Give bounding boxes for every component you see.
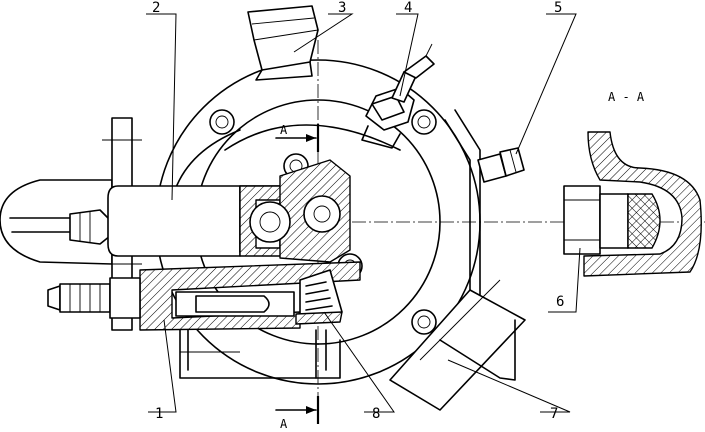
callout-5: 5: [554, 0, 562, 16]
cut-mark-label-lower: A: [280, 417, 288, 431]
callout-2: 2: [152, 0, 160, 16]
callout-4: 4: [404, 0, 412, 16]
motor-assembly: [0, 117, 351, 331]
bleed-valve: [361, 43, 435, 149]
callout-labels: 1 2 3 4 5 6 7 8: [152, 0, 564, 422]
mounting-bracket: [179, 329, 341, 379]
callout-6: 6: [556, 294, 564, 310]
section-cut-marks: A A: [275, 123, 320, 431]
callout-8: 8: [372, 406, 380, 422]
side-nipple: [477, 147, 525, 183]
cut-mark-label-upper: A: [280, 123, 288, 137]
inlet-pipe: [247, 5, 319, 81]
section-view: A - A: [563, 90, 702, 277]
callout-1: 1: [155, 406, 163, 422]
leader-lines: [146, 13, 581, 413]
callout-7: 7: [550, 406, 558, 422]
callout-3: 3: [338, 0, 346, 16]
outlet-pipe: [389, 279, 526, 411]
section-view-title: A - A: [608, 90, 645, 104]
